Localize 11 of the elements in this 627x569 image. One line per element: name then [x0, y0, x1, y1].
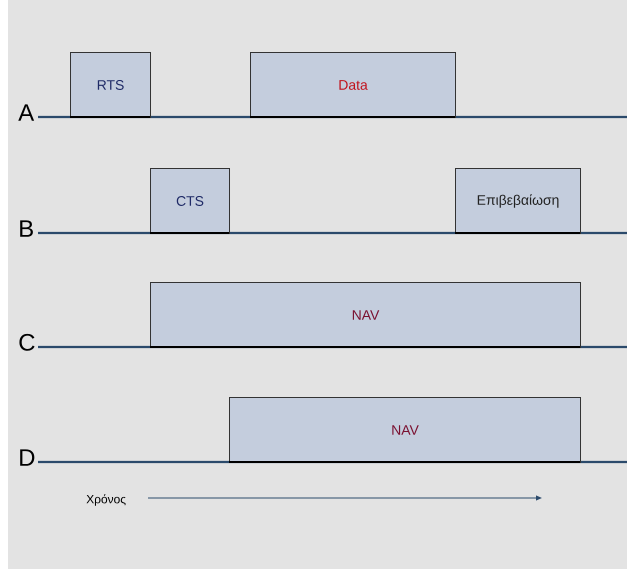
signal-box: CTS — [150, 168, 230, 234]
row-letter: B — [20, 220, 33, 237]
signal-box: RTS — [70, 52, 151, 118]
row-letter: C — [19, 334, 35, 351]
signal-box: NAV — [150, 282, 581, 348]
time-label: Χρόνος — [86, 494, 126, 506]
row-letter: D — [20, 449, 34, 466]
signal-box: NAV — [229, 397, 581, 463]
row-letter: A — [18, 104, 34, 121]
signal-box: Data — [250, 52, 456, 118]
signal-box: Επιβεβαίωση — [455, 168, 581, 234]
